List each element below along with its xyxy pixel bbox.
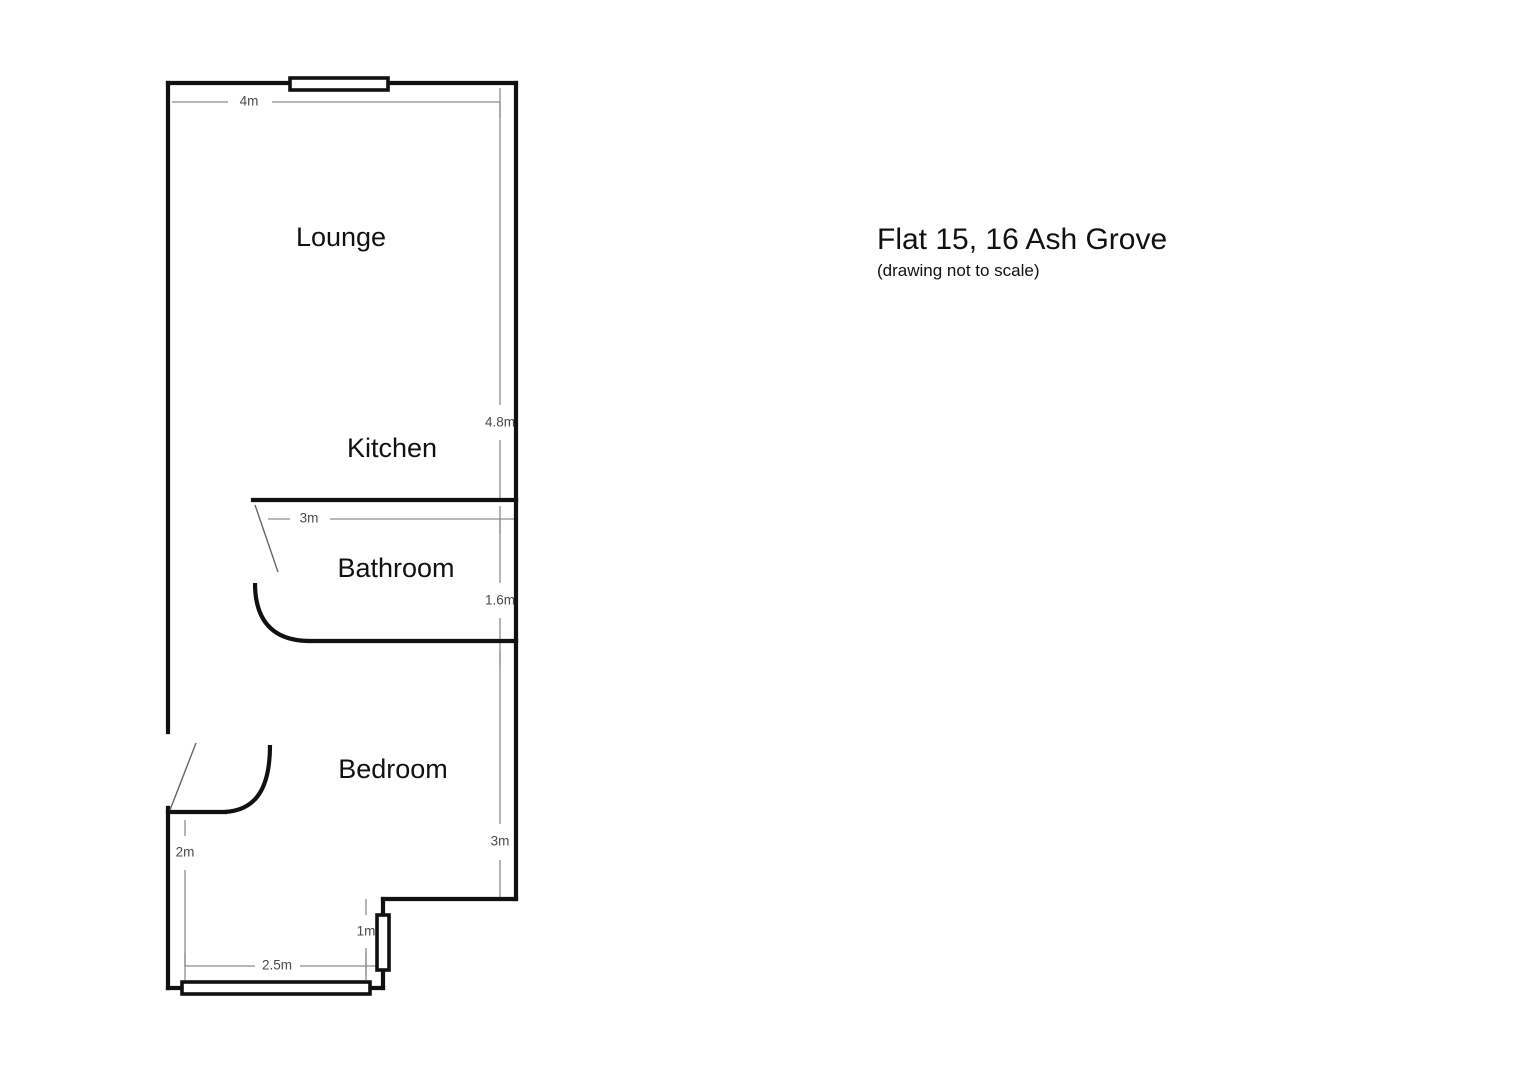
room-label-kitchen: Kitchen <box>347 433 437 463</box>
dimension-lines <box>172 88 516 980</box>
dim-label-bedroom-height: 3m <box>491 834 510 849</box>
title-block: Flat 15, 16 Ash Grove (drawing not to sc… <box>877 222 1297 281</box>
dimension-labels: 4m 4.8m 3m 1.6m 3m 2m 1m 2.5m <box>176 94 515 973</box>
door-bedroom-arc <box>224 744 273 815</box>
dim-label-right-upper: 4.8m <box>485 415 515 430</box>
walls <box>165 80 519 991</box>
windows <box>180 76 391 996</box>
dim-label-bedroom-left: 2m <box>176 845 195 860</box>
room-label-bedroom: Bedroom <box>338 754 448 784</box>
dim-label-bathroom-width: 3m <box>300 511 319 526</box>
window-top-lounge <box>288 76 390 92</box>
dim-label-bottom-width: 2.5m <box>262 958 292 973</box>
window-right-bedroom <box>375 913 391 972</box>
door-bathroom-arc <box>252 582 311 644</box>
plan-subtitle: (drawing not to scale) <box>877 261 1040 281</box>
dim-label-top-width: 4m <box>240 94 259 109</box>
room-labels: Lounge Kitchen Bathroom Bedroom <box>296 222 455 784</box>
doors <box>165 504 311 815</box>
room-label-bathroom: Bathroom <box>337 553 454 583</box>
dim-label-bathroom-height: 1.6m <box>485 593 515 608</box>
plan-title: Flat 15, 16 Ash Grove <box>877 223 1168 256</box>
door-bathroom-leaf <box>254 504 279 573</box>
window-bottom-bedroom <box>180 980 372 996</box>
dim-label-bedroom-step: 1m <box>357 924 376 939</box>
door-bedroom-leaf <box>169 742 197 811</box>
room-label-lounge: Lounge <box>296 222 386 252</box>
